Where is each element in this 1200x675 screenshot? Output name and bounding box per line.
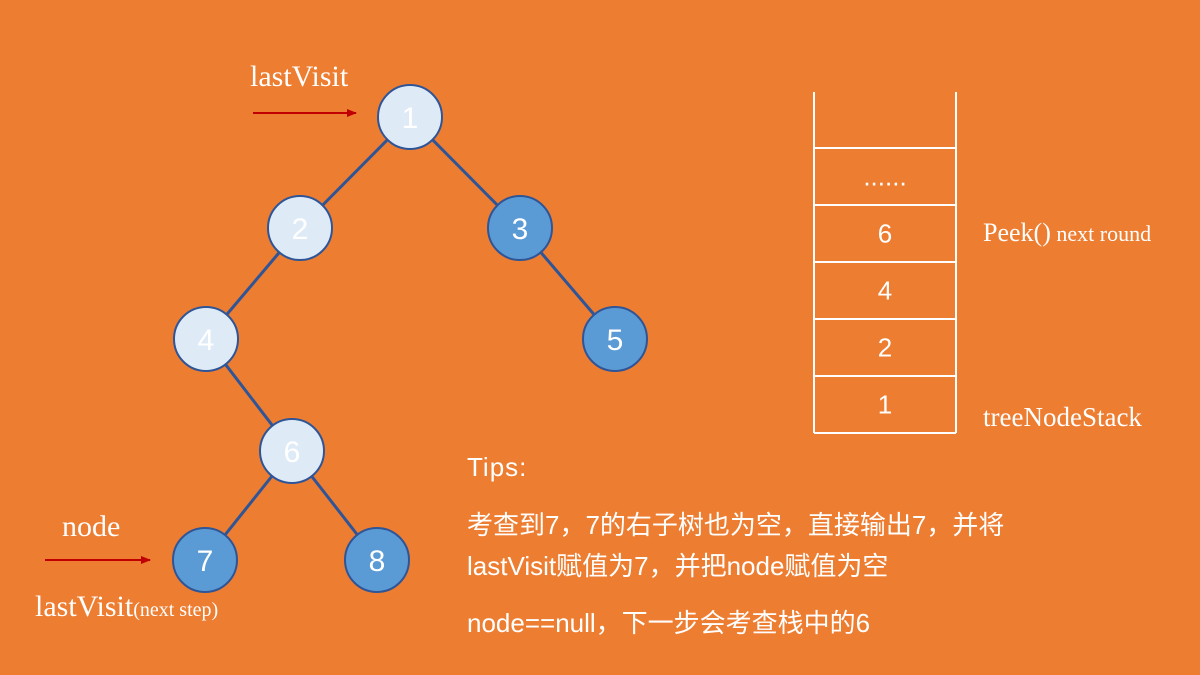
peek-main: Peek()	[983, 218, 1051, 247]
tree-node-7: 7	[172, 527, 238, 593]
tree-node-label: 1	[402, 102, 419, 135]
tree-node-circle	[267, 195, 333, 261]
tree-node-label: 2	[292, 213, 309, 246]
stack-cell-4: 1	[878, 390, 892, 420]
stack-cell-3: 2	[878, 333, 892, 363]
last-visit-next-suffix: (next step)	[133, 599, 219, 621]
tree-node-circle	[377, 84, 443, 150]
tips-title: Tips:	[467, 452, 528, 482]
tree-node-circle	[173, 306, 239, 372]
tree-node-label: 5	[607, 324, 624, 357]
tips-block: Tips: 考查到7，7的右子树也为空，直接输出7，并将 lastVisit赋值…	[467, 452, 1004, 640]
tree-node-label: 8	[369, 545, 386, 578]
tree-node-label: 7	[197, 545, 214, 578]
node-pointer-label: node	[62, 510, 121, 543]
tree-node-5: 5	[582, 306, 648, 372]
tree-node-circle	[487, 195, 553, 261]
tree-node-circle	[344, 527, 410, 593]
tree-node-label: 3	[512, 213, 529, 246]
last-visit-next-main: lastVisit	[35, 590, 134, 623]
tree-node-circle	[172, 527, 238, 593]
tree-node-stack: ...... 6 4 2 1	[813, 92, 957, 434]
tips-line-1: 考查到7，7的右子树也为空，直接输出7，并将	[467, 510, 1005, 540]
last-visit-label: lastVisit	[250, 60, 349, 93]
tips-line-2: lastVisit赋值为7，并把node赋值为空	[467, 551, 889, 581]
tree-node-6: 6	[259, 418, 325, 484]
tree-node-circle	[582, 306, 648, 372]
tree-node-circle	[259, 418, 325, 484]
tree-node-2: 2	[267, 195, 333, 261]
tree-node-3: 3	[487, 195, 553, 261]
tree-node-label: 6	[284, 436, 301, 469]
stack-cell-2: 4	[878, 276, 892, 306]
stack-name-label: treeNodeStack	[983, 402, 1142, 432]
tree-node-4: 4	[173, 306, 239, 372]
tree-nodes: 1 2 3 4 5 6 7 8	[172, 84, 648, 593]
tips-line-3: node==null，下一步会考查栈中的6	[467, 608, 871, 638]
tree-node-8: 8	[344, 527, 410, 593]
tree-node-1: 1	[377, 84, 443, 150]
stack-cell-0: ......	[863, 162, 906, 192]
tree-node-label: 4	[198, 324, 215, 357]
last-visit-next-step-label: lastVisit(next step)	[35, 590, 218, 624]
stack-cell-1: 6	[878, 219, 892, 249]
peek-label: Peek() next round	[983, 218, 1151, 248]
peek-suffix: next round	[1050, 221, 1152, 246]
